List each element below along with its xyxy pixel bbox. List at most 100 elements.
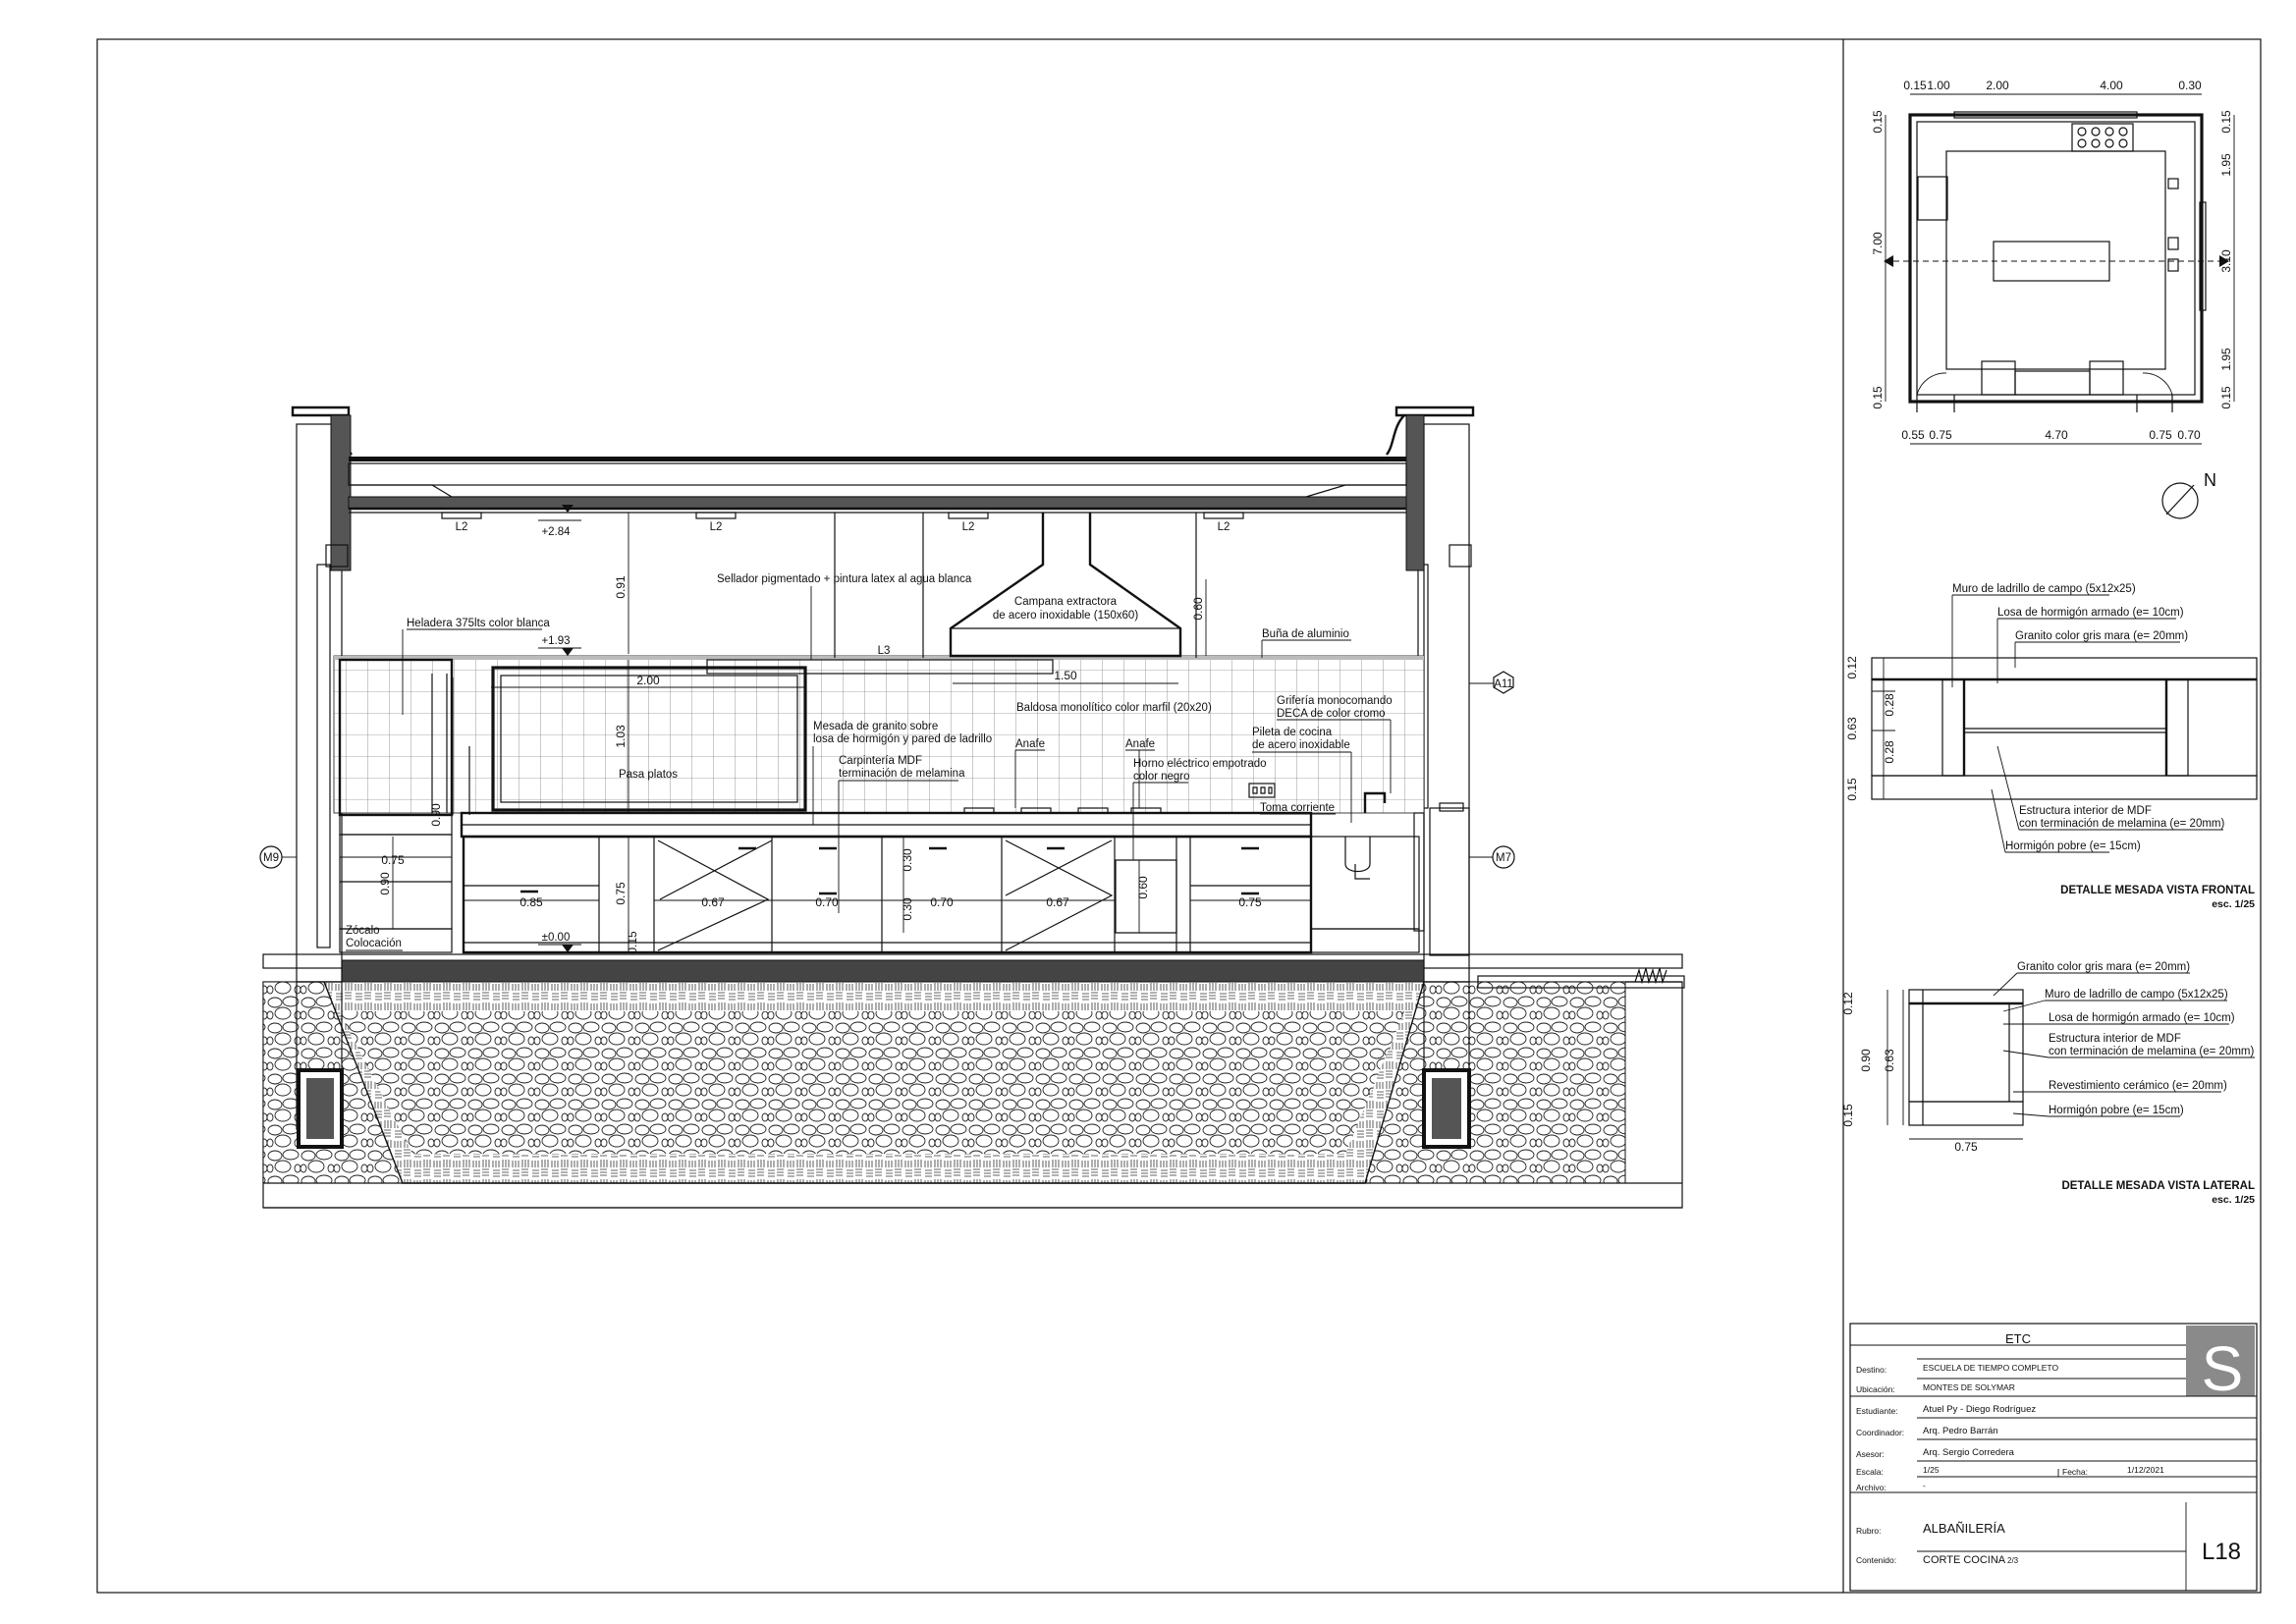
tb-archivo-value: - [1923, 1481, 1926, 1490]
dim-tile-width: 1.50 [1054, 669, 1077, 682]
dim-cab-1: 0.85 [519, 895, 543, 909]
level-floor: ±0.00 [542, 932, 571, 944]
tb-asesor-key: Asesor: [1856, 1449, 1885, 1459]
floor-slab [341, 959, 1425, 983]
base-cabinets [462, 835, 1313, 954]
tb-destino-value: ESCUELA DE TIEMPO COMPLETO [1923, 1363, 2058, 1373]
plan-outer-wall [1908, 113, 2204, 404]
logo-letter: S [2202, 1333, 2244, 1404]
dim-base-height: 0.75 [614, 882, 628, 905]
dim-hood-height: 0.60 [1191, 597, 1205, 621]
range-hood [949, 513, 1182, 658]
front-label-1: Muro de ladrillo de campo (5x12x25) [1952, 583, 2136, 595]
front-label-3: Granito color gris mara (e= 20mm) [2015, 630, 2188, 642]
level-fridge-top: +1.93 [541, 635, 570, 647]
front-scale: esc. 1/25 [2212, 898, 2255, 910]
plan-bottom-dim-2: 0.75 [1929, 428, 1952, 442]
side-label-7: Hormigón pobre (e= 15cm) [2049, 1105, 2184, 1116]
dim-cab-2: 0.67 [701, 895, 725, 909]
label-oven-1: Horno eléctrico empotrado [1133, 758, 1267, 770]
detail-front-view: 0.12 0.28 0.63 0.28 0.15 Muro de ladrill… [1845, 583, 2258, 910]
dim-fridge-width: 0.75 [381, 853, 405, 867]
faucet-icon [1363, 791, 1387, 813]
tb-sheet-number: L18 [2202, 1539, 2241, 1565]
level-ceiling: +2.84 [541, 526, 571, 538]
side-title: DETALLE MESADA VISTA LATERAL [2061, 1180, 2255, 1192]
grass-icon [1634, 967, 1667, 985]
detail-side-view: 0.12 0.63 0.90 0.15 0.75 Granito color g… [1841, 961, 2255, 1206]
tb-header: ETC [2005, 1331, 2031, 1346]
dim-drawer: 0.30 [901, 848, 914, 872]
side-dim-1: 0.12 [1841, 992, 1855, 1015]
light-label-4: L2 [1218, 521, 1230, 533]
hood-label-2: de acero inoxidable (150x60) [993, 610, 1138, 622]
label-counter-1: Mesada de granito sobre [813, 721, 938, 732]
north-arrow-icon [2161, 482, 2199, 519]
front-title: DETALLE MESADA VISTA FRONTAL [2060, 885, 2255, 896]
sheet-border [96, 38, 2262, 1594]
plan-bottom-dim-4: 0.75 [2149, 428, 2172, 442]
label-fridge: Heladera 375lts color blanca [407, 618, 550, 629]
light-label-l3: L3 [878, 645, 891, 657]
tb-rubro-key: Rubro: [1856, 1526, 1882, 1536]
plan-top-dim-2: 1.00 [1927, 79, 1950, 92]
plan-bottom-dim-3: 4.70 [2045, 428, 2068, 442]
marker-a11-label: A11 [1494, 678, 1513, 690]
tile-backsplash [333, 655, 1425, 814]
dim-pass-width: 2.00 [636, 674, 660, 687]
light-label-3: L2 [962, 521, 975, 533]
plan-right-dim-5: 0.15 [2219, 386, 2233, 409]
front-label-2: Losa de hormigón armado (e= 10cm) [1997, 607, 2184, 619]
dim-cab-3: 0.70 [815, 895, 839, 909]
tb-destino-key: Destino: [1856, 1365, 1886, 1375]
label-sealer: Sellador pigmentado + pintura latex al a… [717, 573, 972, 585]
label-faucet-2: DECA de color cromo [1277, 708, 1386, 720]
side-dim-3: 0.90 [1859, 1049, 1873, 1072]
front-dim-4: 0.28 [1883, 740, 1896, 764]
dim-oven-height: 0.60 [1136, 876, 1150, 899]
side-dim-5: 0.75 [1954, 1140, 1978, 1154]
plan-left-dim-2: 7.00 [1871, 232, 1885, 255]
tb-asesor-value: Arq. Sergio Corredera [1923, 1447, 2015, 1458]
front-label-5: con terminación de melamina (e= 20mm) [2019, 818, 2224, 830]
marker-a11 [1493, 671, 1514, 694]
label-sink-2: de acero inoxidable [1252, 739, 1350, 751]
pass-label: Pasa platos [619, 769, 678, 781]
front-dim-2: 0.28 [1883, 693, 1896, 717]
marker-m9-label: M9 [263, 852, 279, 864]
kitchen-section: L2 L2 L2 L2 Campana extractora de acero … [259, 406, 1685, 1209]
label-mdf-1: Carpintería MDF [839, 755, 922, 767]
plan-right-dim-1: 0.15 [2219, 110, 2233, 134]
outlet-icon [1248, 783, 1276, 798]
right-wall [1423, 423, 1470, 983]
tb-coordinador-value: Arq. Pedro Barrán [1923, 1426, 1998, 1436]
tb-contenido-value: CORTE COCINA [1923, 1554, 2006, 1566]
side-label-3: Losa de hormigón armado (e= 10cm) [2049, 1012, 2235, 1024]
light-label-2: L2 [710, 521, 723, 533]
logo [2186, 1326, 2255, 1396]
dim-cab-6: 0.75 [1238, 895, 1262, 909]
plan-left-dim-1: 0.15 [1871, 110, 1885, 134]
label-mdf-2: terminación de melamina [839, 768, 965, 780]
label-aluminium: Buña de aluminio [1262, 628, 1349, 640]
tb-rubro-value: ALBAÑILERÍA [1923, 1521, 2005, 1536]
dim-drawer-2: 0.30 [901, 897, 914, 921]
plan-top-dim-1: 0.15 [1903, 79, 1927, 92]
tb-estudiante-value: Atuel Py - Diego Rodríguez [1923, 1404, 2036, 1415]
dim-cab-5: 0.67 [1046, 895, 1069, 909]
tb-contenido-number: 2/3 [2007, 1556, 2019, 1565]
front-label-4: Estructura interior de MDF [2019, 805, 2152, 817]
tb-archivo-key: Archivo: [1856, 1483, 1886, 1492]
plan-floor-tiles [1945, 150, 2166, 370]
north-label: N [2204, 470, 2216, 490]
dim-cab-4: 0.70 [930, 895, 954, 909]
side-label-6: Revestimiento cerámico (e= 20mm) [2049, 1080, 2227, 1092]
plan-top-dim-5: 0.30 [2178, 79, 2202, 92]
label-counter-2: losa de hormigón y pared de ladrillo [813, 733, 992, 745]
side-scale: esc. 1/25 [2212, 1194, 2255, 1206]
pass-through-opening [491, 666, 807, 812]
plan-top-dim-4: 4.00 [2100, 79, 2123, 92]
dim-opening-height: 0.90 [429, 803, 443, 827]
plan-right-dim-2: 1.95 [2219, 153, 2233, 177]
